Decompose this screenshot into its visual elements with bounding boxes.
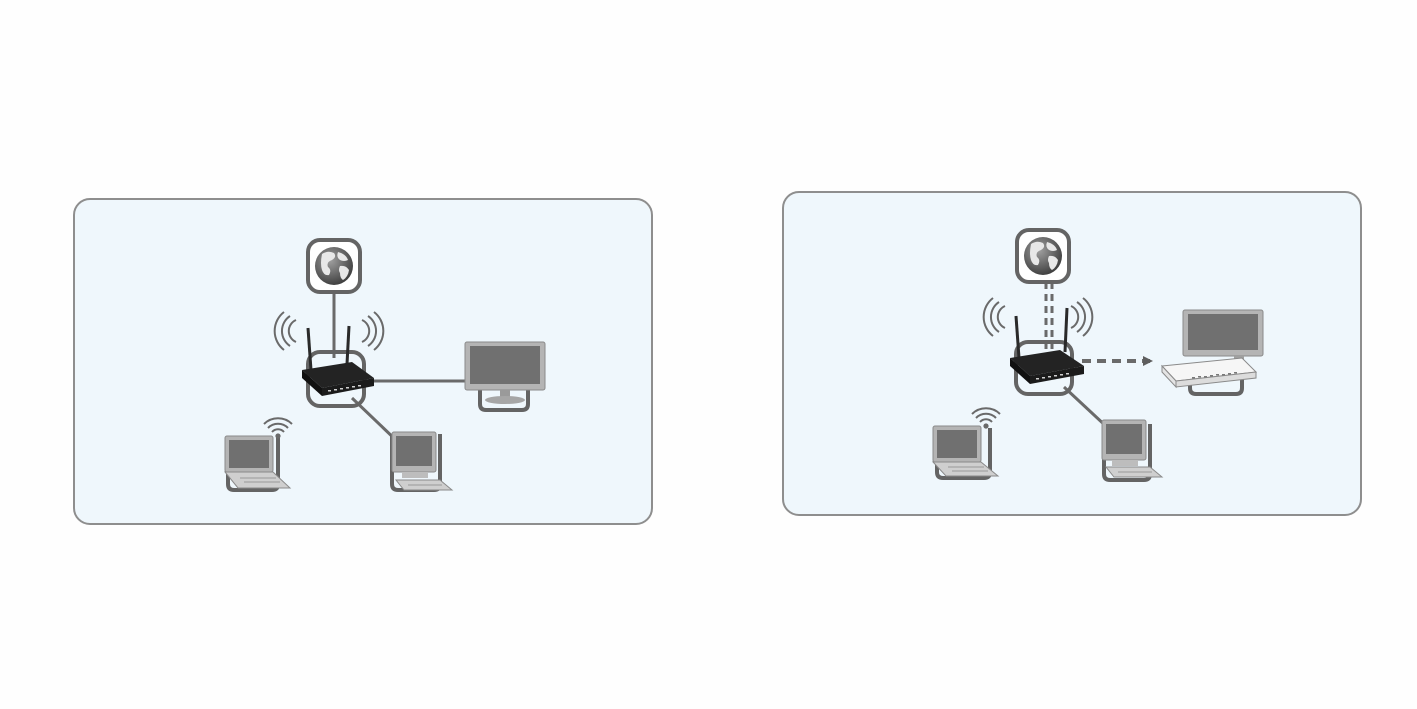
panel-left <box>74 199 652 524</box>
globe-icon <box>1024 237 1062 275</box>
internet-node <box>1017 230 1069 282</box>
globe-icon <box>315 247 353 285</box>
panel-right <box>783 192 1361 515</box>
internet-node <box>308 240 360 292</box>
tv-icon <box>1183 310 1263 362</box>
